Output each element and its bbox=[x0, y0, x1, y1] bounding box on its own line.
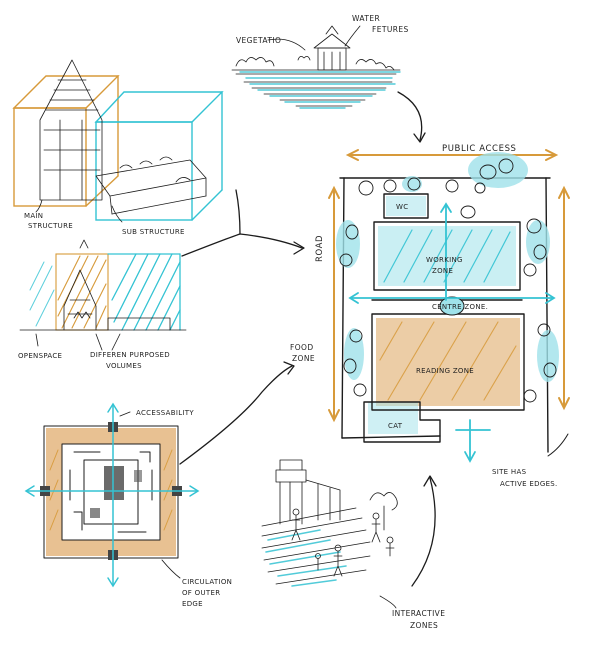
wc-label: WC bbox=[396, 203, 408, 211]
working-label: WORKING bbox=[426, 256, 463, 264]
of-outer-label: OF OUTER bbox=[182, 589, 220, 597]
active-edges-label: ACTIVE EDGES. bbox=[500, 480, 558, 488]
main-label: MAIN bbox=[24, 212, 43, 220]
water-label: WATER bbox=[352, 14, 380, 23]
accessability-label: ACCESSABILITY bbox=[136, 409, 194, 417]
centre-zone-label: CENTRE ZONE. bbox=[432, 303, 488, 311]
site-plan: PUBLIC ACCESS ROAD WC WORKING ZONE CENTR… bbox=[290, 144, 570, 488]
sub-structure-label: SUB STRUCTURE bbox=[122, 228, 185, 236]
tree-clusters bbox=[336, 152, 559, 403]
food-label: FOOD bbox=[290, 343, 314, 352]
reading-zone-label: READING ZONE bbox=[416, 367, 474, 375]
features-label: FETURES bbox=[372, 25, 409, 34]
elevation-section-sketch: OPENSPACE DIFFEREN PURPOSED VOLUMES bbox=[18, 189, 305, 370]
cat-label: CAT bbox=[388, 422, 403, 430]
different-purposed-label: DIFFEREN PURPOSED bbox=[90, 351, 170, 359]
circulation-label: CIRCULATION bbox=[182, 578, 232, 586]
road-label: ROAD bbox=[315, 235, 325, 262]
openspace-label: OPENSPACE bbox=[18, 352, 62, 360]
interactive-label: INTERACTIVE bbox=[392, 609, 445, 618]
food-zone-label: ZONE bbox=[292, 354, 315, 363]
water-feature-sketch: VEGETATIO WATER FETURES bbox=[231, 14, 426, 143]
accessibility-plan: ACCESSABILITY CIRCULATION OF OUTER EDGE bbox=[24, 361, 295, 608]
massing-sketch: MAIN STRUCTURE SUB STRUCTURE bbox=[12, 59, 224, 236]
site-has-label: SITE HAS bbox=[492, 468, 527, 476]
zones-label: ZONES bbox=[410, 621, 438, 630]
working-zone-label: ZONE bbox=[432, 267, 453, 275]
vegetation-label: VEGETATIO bbox=[236, 36, 281, 45]
interactive-zones-sketch: INTERACTIVE ZONES bbox=[261, 459, 445, 630]
volumes-label: VOLUMES bbox=[106, 362, 142, 370]
structure-label: STRUCTURE bbox=[28, 222, 73, 230]
public-access-label: PUBLIC ACCESS bbox=[442, 144, 517, 154]
edge-label: EDGE bbox=[182, 600, 203, 608]
